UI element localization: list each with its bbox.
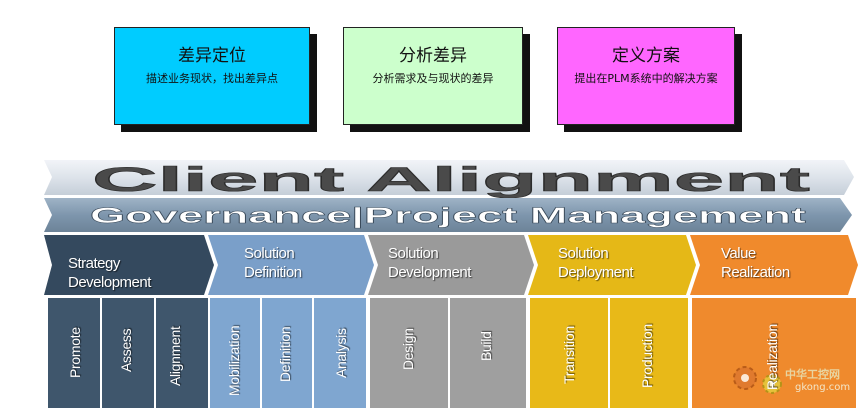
phase-title-development-line2: Development (388, 264, 471, 281)
phase-title-definition: Solution Definition (244, 244, 302, 282)
gear-icon-small (762, 374, 782, 394)
sub-label-assess: Assess (118, 328, 134, 372)
analyze-gap-title: 分析差异 (399, 46, 467, 66)
cell-mobilization (210, 298, 260, 408)
cell-alignment (156, 298, 208, 408)
phase-title-realization-line1: Value (721, 245, 756, 262)
top-box-define-solution: 定义方案 提出在PLM系统中的解决方案 (557, 27, 735, 125)
gear-icon (733, 366, 757, 390)
gap-positioning-title: 差异定位 (178, 46, 246, 66)
phase-title-development: Solution Development (388, 244, 471, 282)
phase-header-realization (690, 235, 858, 295)
top-box-analyze-gap: 分析差异 分析需求及与现状的差异 (343, 27, 523, 125)
cell-promote (48, 298, 100, 408)
cell-build (450, 298, 526, 408)
gap-positioning-subtitle: 描述业务现状，找出差异点 (146, 72, 278, 85)
sub-label-realization: Realization (764, 324, 780, 390)
sub-label-transition: Transition (561, 326, 577, 384)
watermark-logo-text: 中华工控网 (785, 368, 840, 381)
cell-transition (530, 298, 608, 408)
phase-title-deployment-line1: Solution (558, 245, 609, 262)
client-alignment-text: Client Alignment (92, 161, 810, 199)
top-box-gap-positioning: 差异定位 描述业务现状，找出差异点 (114, 27, 310, 125)
phase-header-deployment (528, 235, 696, 295)
sub-label-build: Build (478, 331, 494, 361)
phase-title-strategy: Strategy Development (68, 254, 151, 292)
phase-title-realization-line2: Realization (721, 264, 790, 281)
phase-header-strategy (44, 235, 214, 295)
cell-analysis (314, 298, 366, 408)
sub-label-design: Design (400, 328, 416, 370)
phase-header-definition (208, 235, 374, 295)
cell-assess (102, 298, 154, 408)
define-solution-title: 定义方案 (612, 46, 680, 66)
sub-label-analysis: Analysis (333, 328, 349, 378)
watermark-url: gkong.com (795, 382, 851, 393)
phase-title-strategy-line1: Strategy (68, 255, 120, 272)
sub-label-alignment: Alignment (167, 326, 183, 386)
governance-banner (44, 198, 852, 232)
client-alignment-banner (44, 160, 854, 195)
sub-label-definition: Definition (277, 326, 293, 382)
phase-title-strategy-line2: Development (68, 274, 151, 291)
phase-title-realization: Value Realization (721, 244, 790, 282)
phase-title-deployment-line2: Deployment (558, 264, 634, 281)
sub-label-mobilization: Mobilization (226, 325, 242, 396)
define-solution-subtitle: 提出在PLM系统中的解决方案 (574, 72, 718, 85)
cell-design (370, 298, 448, 408)
sub-label-promote: Promote (67, 327, 83, 378)
sub-label-production: Production (639, 324, 655, 388)
phase-header-development (368, 235, 534, 295)
phase-title-definition-line1: Solution (244, 245, 295, 262)
phase-title-definition-line2: Definition (244, 264, 302, 281)
governance-text: Governance|Project Management (90, 203, 807, 228)
phase-title-deployment: Solution Deployment (558, 244, 634, 282)
analyze-gap-subtitle: 分析需求及与现状的差异 (372, 72, 494, 85)
phase-title-development-line1: Solution (388, 245, 439, 262)
cell-production (610, 298, 688, 408)
cell-definition (262, 298, 312, 408)
